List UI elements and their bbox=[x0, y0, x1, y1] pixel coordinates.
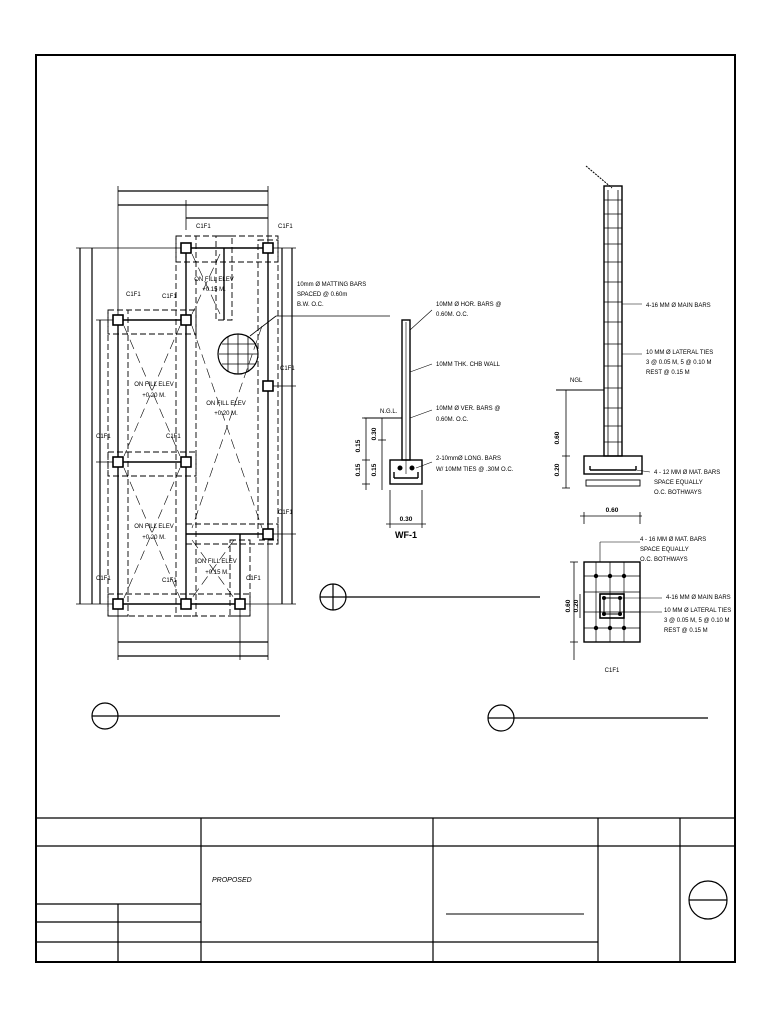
chb-wall-note: 10MM THK. CHB WALL bbox=[436, 362, 501, 368]
svg-text:SPACED @ 0.60m: SPACED @ 0.60m bbox=[297, 292, 347, 298]
footing-title: C1F1 bbox=[605, 668, 620, 674]
svg-text:0.15: 0.15 bbox=[355, 439, 362, 452]
sheet-border bbox=[35, 54, 736, 963]
ngl-label: NGL bbox=[570, 378, 583, 384]
footing-plan bbox=[570, 512, 662, 660]
column-tag: C1F1 bbox=[278, 510, 293, 516]
main-bars-note: 4-16 MM Ø MAIN BARS bbox=[666, 595, 731, 601]
area-elevation: +0.15 M. bbox=[202, 287, 226, 293]
area-label: ON FILL ELEV bbox=[134, 382, 173, 388]
svg-text:O.C. BOTHWAYS: O.C. BOTHWAYS bbox=[654, 490, 702, 496]
svg-text:3 @ 0.05 M, 5 @ 0.10 M: 3 @ 0.05 M, 5 @ 0.10 M bbox=[664, 618, 730, 624]
svg-text:0.30: 0.30 bbox=[371, 427, 378, 440]
column-tag: C1F1 bbox=[96, 576, 111, 582]
area-elevation: +0.20 M. bbox=[214, 411, 238, 417]
section-marker-plan bbox=[91, 702, 280, 730]
column-tag: C1F1 bbox=[196, 224, 211, 230]
area-label: ON FILL ELEV bbox=[206, 401, 245, 407]
footing-width: 0.60 bbox=[606, 507, 619, 514]
fill-elevation-labels: ON FILL ELEV +0.15 M. ON FILL ELEV +0.20… bbox=[134, 277, 245, 576]
column-section-text: 4-16 MM Ø MAIN BARS 10 MM Ø LATERAL TIES… bbox=[554, 303, 720, 496]
area-label: ON FILL ELEV bbox=[197, 559, 236, 565]
column-tag: C1F1 bbox=[166, 434, 181, 440]
svg-text:REST @ 0.15 M: REST @ 0.15 M bbox=[646, 370, 690, 376]
column-section bbox=[556, 165, 651, 489]
svg-text:0.60: 0.60 bbox=[565, 599, 572, 612]
column-tag: C1F1 bbox=[96, 434, 111, 440]
column-tag: C1F1 bbox=[278, 224, 293, 230]
column-tag: C1F1 bbox=[280, 366, 295, 372]
svg-text:W/ 10MM TIES @ .30M O.C.: W/ 10MM TIES @ .30M O.C. bbox=[436, 467, 514, 473]
matting-note: 10mm Ø MATTING BARS SPACED @ 0.60m B.W. … bbox=[297, 282, 366, 308]
north-symbol bbox=[688, 880, 728, 920]
lateral-ties-note: 10 MM Ø LATERAL TIES bbox=[664, 608, 731, 614]
column-tag: C1F1 bbox=[246, 576, 261, 582]
ngl-label: N.G.L. bbox=[380, 409, 398, 415]
svg-text:0.15: 0.15 bbox=[371, 463, 378, 476]
footing-plan-text: 0.60 0.60 0.20 4 - 16 MM Ø MAT. BARS SPA… bbox=[565, 507, 731, 674]
long-bars-note: 2-10mmØ LONG. BARS bbox=[436, 456, 501, 462]
svg-text:0.15: 0.15 bbox=[355, 463, 362, 476]
column-tag: C1F1 bbox=[162, 578, 177, 584]
area-elevation: +0.20 M. bbox=[142, 535, 166, 541]
area-label: ON FILL ELEV bbox=[194, 277, 233, 283]
svg-text:SPACE EQUALLY: SPACE EQUALLY bbox=[654, 480, 703, 486]
area-elevation: +0.20 M. bbox=[142, 393, 166, 399]
svg-text:0.60M. O.C.: 0.60M. O.C. bbox=[436, 417, 469, 423]
title-block bbox=[36, 817, 735, 962]
column-tags: C1F1 C1F1 C1F1 C1F1 C1F1 C1F1 C1F1 C1F1 … bbox=[96, 224, 295, 584]
ver-bars-note: 10MM Ø VER. BARS @ bbox=[436, 406, 500, 412]
wall-footing-text: 10MM Ø HOR. BARS @ 0.60M. O.C. 10MM THK.… bbox=[355, 302, 514, 540]
svg-text:3 @ 0.05 M, 5 @ 0.10 M: 3 @ 0.05 M, 5 @ 0.10 M bbox=[646, 360, 712, 366]
mat-bars-note: 4 - 12 MM Ø MAT. BARS bbox=[654, 470, 720, 476]
svg-text:10mm Ø MATTING BARS: 10mm Ø MATTING BARS bbox=[297, 282, 366, 288]
section-marker-right bbox=[487, 704, 708, 732]
lateral-ties-note: 10 MM Ø LATERAL TIES bbox=[646, 350, 713, 356]
area-elevation: +0.15 M. bbox=[205, 570, 229, 576]
svg-text:B.W. O.C.: B.W. O.C. bbox=[297, 302, 324, 308]
hor-bars-note: 10MM Ø HOR. BARS @ bbox=[436, 302, 501, 308]
wall-footing-title: WF-1 bbox=[395, 530, 417, 540]
svg-text:0.60M. O.C.: 0.60M. O.C. bbox=[436, 312, 469, 318]
svg-text:0.30: 0.30 bbox=[400, 516, 413, 523]
svg-text:0.60: 0.60 bbox=[554, 431, 561, 444]
wall-footing-section bbox=[362, 309, 433, 528]
column-tag: C1F1 bbox=[162, 294, 177, 300]
svg-text:REST @ 0.15 M: REST @ 0.15 M bbox=[664, 628, 708, 634]
mat-bars-note: 4 - 16 MM Ø MAT. BARS bbox=[640, 537, 706, 543]
column-tag: C1F1 bbox=[126, 292, 141, 298]
svg-text:0.20: 0.20 bbox=[573, 599, 580, 612]
section-marker-middle bbox=[319, 583, 540, 611]
main-bars-note: 4-16 MM Ø MAIN BARS bbox=[646, 303, 711, 309]
proposed-label: PROPOSED bbox=[212, 877, 252, 884]
svg-text:0.20: 0.20 bbox=[554, 463, 561, 476]
svg-text:O.C. BOTHWAYS: O.C. BOTHWAYS bbox=[640, 557, 688, 563]
svg-text:SPACE EQUALLY: SPACE EQUALLY bbox=[640, 547, 689, 553]
foundation-plan bbox=[76, 186, 390, 660]
area-label: ON FILL ELEV bbox=[134, 524, 173, 530]
